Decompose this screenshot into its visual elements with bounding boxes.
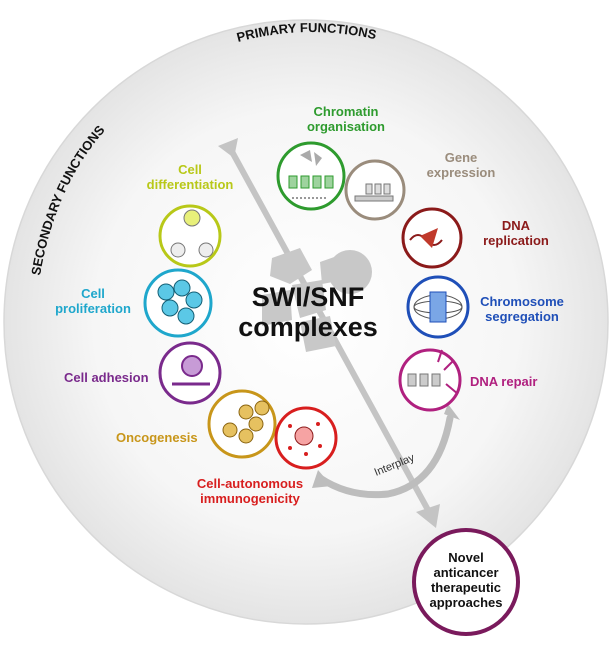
center-title-line1: SWI/SNF: [251, 282, 365, 312]
dna-replication-label: DNA replication: [483, 218, 549, 248]
gene-expression-circle: [344, 159, 406, 221]
chromatin-organisation-label: Chromatin organisation: [306, 104, 385, 134]
cell-adhesion-label: Cell adhesion: [64, 370, 149, 385]
chromosome-segregation-label: Chromosome segregation: [480, 294, 564, 324]
novel-approaches-circle: [412, 528, 520, 636]
chromatin-organisation-circle: [276, 141, 346, 211]
cell-autonomous-immunogenicity-label: Cell-autonomous immunogenicity: [196, 476, 304, 506]
dna-repair-circle: [398, 348, 462, 412]
interplay-arrow: [312, 404, 460, 499]
novel-approaches-label: Novel anticancer therapeutic approaches: [429, 550, 503, 610]
cell-proliferation-circle: [143, 268, 213, 338]
gene-expression-label: Gene expression: [426, 150, 496, 180]
cell-adhesion-circle: [158, 341, 222, 405]
oncogenesis-circle: [207, 389, 277, 459]
cell-differentiation-label: Cell differentiation: [146, 162, 234, 192]
center-title: SWI/SNF complexes: [238, 282, 378, 342]
dna-replication-circle: [401, 207, 463, 269]
complex-icon: [262, 248, 372, 352]
dna-repair-label: DNA repair: [470, 374, 538, 389]
oncogenesis-label: Oncogenesis: [116, 430, 198, 445]
chromosome-segregation-circle: [406, 275, 470, 339]
cell-autonomous-immunogenicity-circle: [274, 406, 338, 470]
cell-proliferation-label: Cell proliferation: [55, 286, 131, 316]
cell-differentiation-circle: [158, 204, 222, 268]
center-title-line2: complexes: [238, 312, 378, 342]
